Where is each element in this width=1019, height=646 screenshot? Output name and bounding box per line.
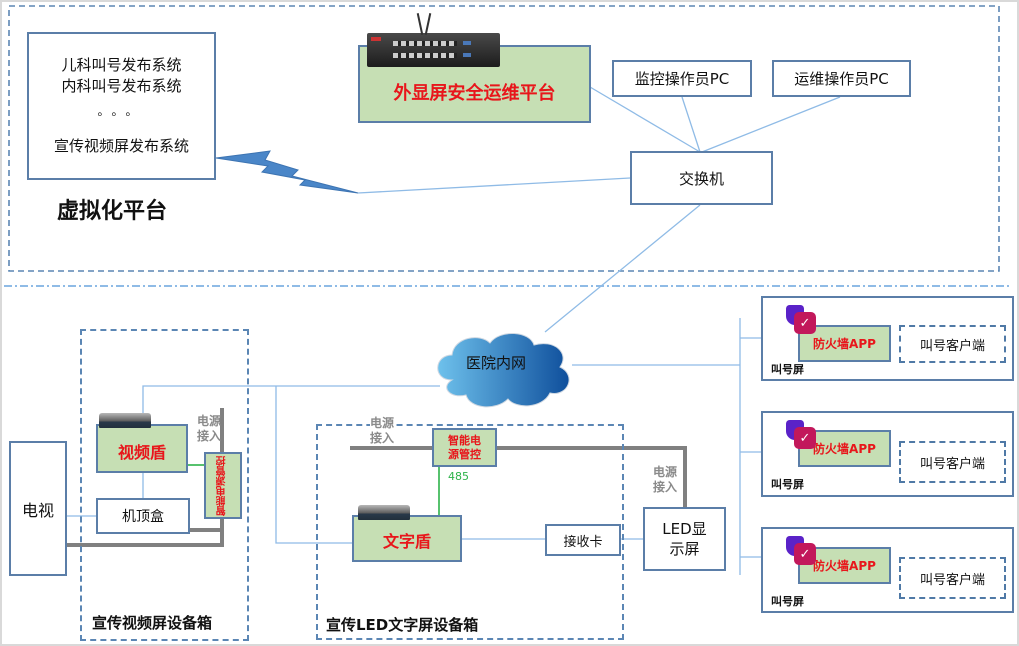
link-opspc-switch <box>701 96 841 153</box>
led-power-in-label: 电源接入 <box>370 416 396 446</box>
video-cabinet-zone <box>80 329 249 641</box>
receiver-card-box[interactable]: 接收卡 <box>545 524 621 556</box>
tv-box[interactable]: 电视 <box>9 441 67 576</box>
call-screen-caption: 叫号屏 <box>771 363 804 376</box>
switch-label: 交换机 <box>678 169 724 188</box>
video-shield-device-icon <box>99 413 151 428</box>
rs485-label: 485 <box>448 470 469 483</box>
receiver-card-label: 接收卡 <box>563 534 603 550</box>
call-client-box[interactable]: 叫号客户端 <box>899 441 1006 483</box>
video-cabinet-title: 宣传视频屏设备箱 <box>92 614 213 632</box>
firewall-shield-icon: ✓ <box>794 427 816 449</box>
monitor-pc-box[interactable]: 监控操作员PC <box>612 60 752 97</box>
call-client-box[interactable]: 叫号客户端 <box>899 557 1006 599</box>
link-cloud-textshield <box>275 386 354 544</box>
wireless-link-bolt <box>215 150 359 194</box>
led-cabinet-zone <box>316 424 624 640</box>
call-client-label: 叫号客户端 <box>919 456 985 472</box>
led-screen-label: LED显示屏 <box>662 520 707 558</box>
call-screen-caption: 叫号屏 <box>771 478 804 491</box>
virtualization-zone-border <box>8 5 1000 272</box>
monitor-pc-label: 监控操作员PC <box>634 70 730 88</box>
firewall-shield-icon: ✓ <box>794 543 816 565</box>
firewall-app-label: 防火墙APP <box>813 442 876 456</box>
switch-box[interactable]: 交换机 <box>630 151 773 205</box>
text-shield-device-icon <box>358 505 410 520</box>
power-led-out <box>497 446 687 507</box>
system-item-ellipsis: 。。。 <box>97 104 146 118</box>
power-video-tv <box>66 518 224 547</box>
link-cloud-videoshield <box>142 385 440 425</box>
led-screen-power-in-label: 电源接入 <box>653 465 678 494</box>
call-screen-caption: 叫号屏 <box>771 595 804 608</box>
link-platform-switch <box>589 86 701 153</box>
system-item: 儿科叫号发布系统 <box>61 56 182 74</box>
led-power-ctrl-box[interactable]: 智能电源管控 <box>432 428 497 467</box>
platform-appliance-icon <box>367 13 500 67</box>
ops-pc-label: 运维操作员PC <box>794 70 889 88</box>
call-client-label: 叫号客户端 <box>919 338 985 354</box>
system-item: 内科叫号发布系统 <box>61 77 182 95</box>
led-power-ctrl-label: 智能电源管控 <box>448 433 481 461</box>
firewall-app-label: 防火墙APP <box>813 559 876 573</box>
video-power-in-label: 电源接入 <box>197 414 222 443</box>
video-shield-box[interactable]: 视频盾 <box>96 424 188 473</box>
call-client-label: 叫号客户端 <box>919 572 985 588</box>
link-switch-cloud <box>544 204 701 333</box>
platform-label: 外显屏安全运维平台 <box>393 83 556 104</box>
systems-box[interactable]: 儿科叫号发布系统 内科叫号发布系统 。。。 宣传视频屏发布系统 <box>27 32 216 180</box>
call-client-box[interactable]: 叫号客户端 <box>899 325 1006 363</box>
firewall-app-label: 防火墙APP <box>813 337 876 351</box>
ops-pc-box[interactable]: 运维操作员PC <box>772 60 911 97</box>
text-shield-box[interactable]: 文字盾 <box>352 515 462 562</box>
link-monitorpc-switch <box>681 96 701 153</box>
firewall-shield-icon: ✓ <box>794 312 816 334</box>
set-top-box[interactable]: 机顶盒 <box>96 498 190 534</box>
tv-label: 电视 <box>21 500 54 520</box>
firewall-app-box[interactable]: 防火墙APP <box>798 547 891 584</box>
system-item: 宣传视频屏发布系统 <box>53 137 189 155</box>
network-cloud-label: 医院内网 <box>466 354 527 372</box>
text-shield-label: 文字盾 <box>382 531 431 551</box>
virtualization-title: 虚拟化平台 <box>57 199 168 224</box>
video-shield-label: 视频盾 <box>117 442 166 462</box>
video-power-ctrl-box[interactable]: 智能电源管控 <box>204 452 242 519</box>
led-cabinet-title: 宣传LED文字屏设备箱 <box>326 616 479 634</box>
video-power-ctrl-label: 智能电源管控 <box>217 455 228 516</box>
set-top-box-label: 机顶盒 <box>122 509 164 525</box>
network-cloud[interactable] <box>432 325 577 415</box>
led-screen-box[interactable]: LED显示屏 <box>643 507 726 571</box>
link-bolt-switch <box>357 177 631 194</box>
